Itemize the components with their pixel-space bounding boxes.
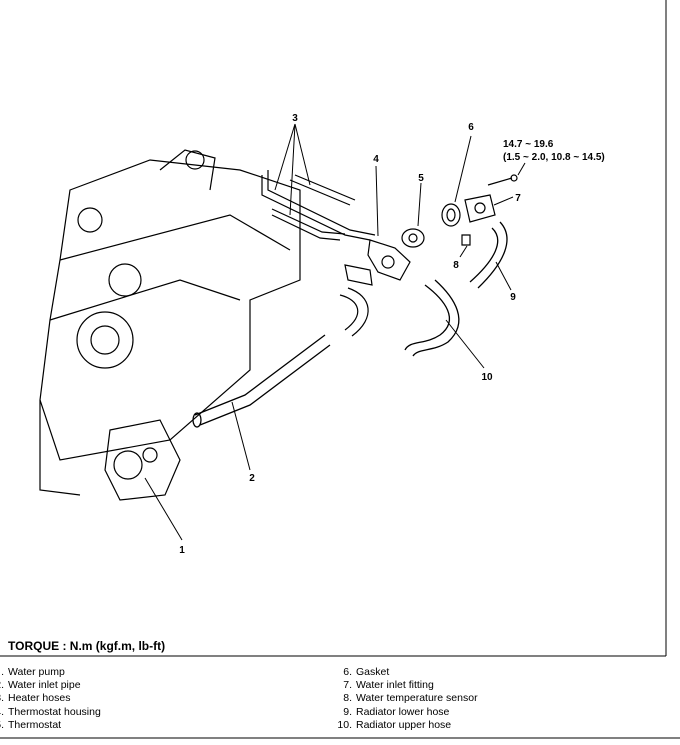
torque-spec-value: 14.7 ~ 19.6 xyxy=(503,139,554,150)
callout-6: 6 xyxy=(468,122,474,133)
legend-number: 8. xyxy=(343,692,352,705)
legend-item-thermostat: 5. Thermostat xyxy=(0,719,101,732)
legend-item-radiator-lower-hose: 9. Radiator lower hose xyxy=(330,706,478,719)
callout-1: 1 xyxy=(179,545,185,556)
water-inlet-pipe xyxy=(192,334,331,428)
callout-5: 5 xyxy=(418,173,424,184)
thermostat-housing xyxy=(344,239,411,286)
elbow-hose xyxy=(339,287,369,337)
legend-right-column: 6. Gasket 7. Water inlet fitting 8. Water t… xyxy=(330,666,478,732)
callout-9: 9 xyxy=(510,292,516,303)
callout-10: 10 xyxy=(481,372,493,383)
torque-spec-alt-units: (1.5 ~ 2.0, 10.8 ~ 14.5) xyxy=(503,152,605,163)
radiator-lower-hose xyxy=(469,221,508,289)
legend-item-radiator-upper-hose: 10. Radiator upper hose xyxy=(330,719,478,732)
legend-item-water-pump: . Water pump xyxy=(0,666,101,679)
legend-number: 7. xyxy=(343,679,352,692)
legend-label: Water temperature sensor xyxy=(356,692,478,705)
legend-label: Water inlet pipe xyxy=(8,679,81,692)
legend-label: Radiator upper hose xyxy=(356,718,452,731)
legend-item-water-temperature-sensor: 8. Water temperature sensor xyxy=(330,692,478,705)
water-inlet-fitting xyxy=(464,174,518,223)
legend-item-gasket: 6. Gasket xyxy=(330,666,478,679)
legend-number: 10. xyxy=(337,718,352,731)
radiator-upper-hose xyxy=(404,279,460,357)
callout-2: 2 xyxy=(249,473,255,484)
gasket xyxy=(441,203,461,227)
legend-number: . xyxy=(1,666,4,678)
legend-left-column: . Water pump 2. Water inlet pipe 3. Heater … xyxy=(0,666,101,732)
callout-leaders xyxy=(144,123,526,541)
legend-label: Water pump xyxy=(8,666,65,678)
water-pump xyxy=(104,419,181,501)
legend-label: Heater hoses xyxy=(8,692,71,705)
legend-label: Thermostat xyxy=(8,718,62,731)
legend-label: Gasket xyxy=(356,666,390,678)
heater-hoses xyxy=(261,170,376,241)
callout-8: 8 xyxy=(453,260,459,271)
engine-block xyxy=(39,149,301,496)
legend-label: Water inlet fitting xyxy=(356,679,434,692)
callout-4: 4 xyxy=(373,154,379,165)
legend-item-thermostat-housing: 4. Thermostat housing xyxy=(0,706,101,719)
torque-units-heading: TORQUE : N.m (kgf.m, lb-ft) xyxy=(8,639,166,653)
callout-3: 3 xyxy=(292,113,298,124)
legend-label: Thermostat housing xyxy=(8,705,101,718)
legend-number: 5. xyxy=(0,718,4,731)
legend-item-water-inlet-fitting: 7. Water inlet fitting xyxy=(330,679,478,692)
legend-number: 6. xyxy=(343,666,352,678)
legend-item-heater-hoses: 3. Heater hoses xyxy=(0,692,101,705)
legend-number: 3. xyxy=(0,692,4,705)
legend-number: 2. xyxy=(0,679,4,692)
legend-item-water-inlet-pipe: 2. Water inlet pipe xyxy=(0,679,101,692)
legend-number: 9. xyxy=(343,705,352,718)
thermostat xyxy=(401,228,425,248)
legend-label: Radiator lower hose xyxy=(356,705,450,718)
callout-7: 7 xyxy=(515,193,521,204)
water-temperature-sensor xyxy=(461,234,471,246)
legend-number: 4. xyxy=(0,705,4,718)
